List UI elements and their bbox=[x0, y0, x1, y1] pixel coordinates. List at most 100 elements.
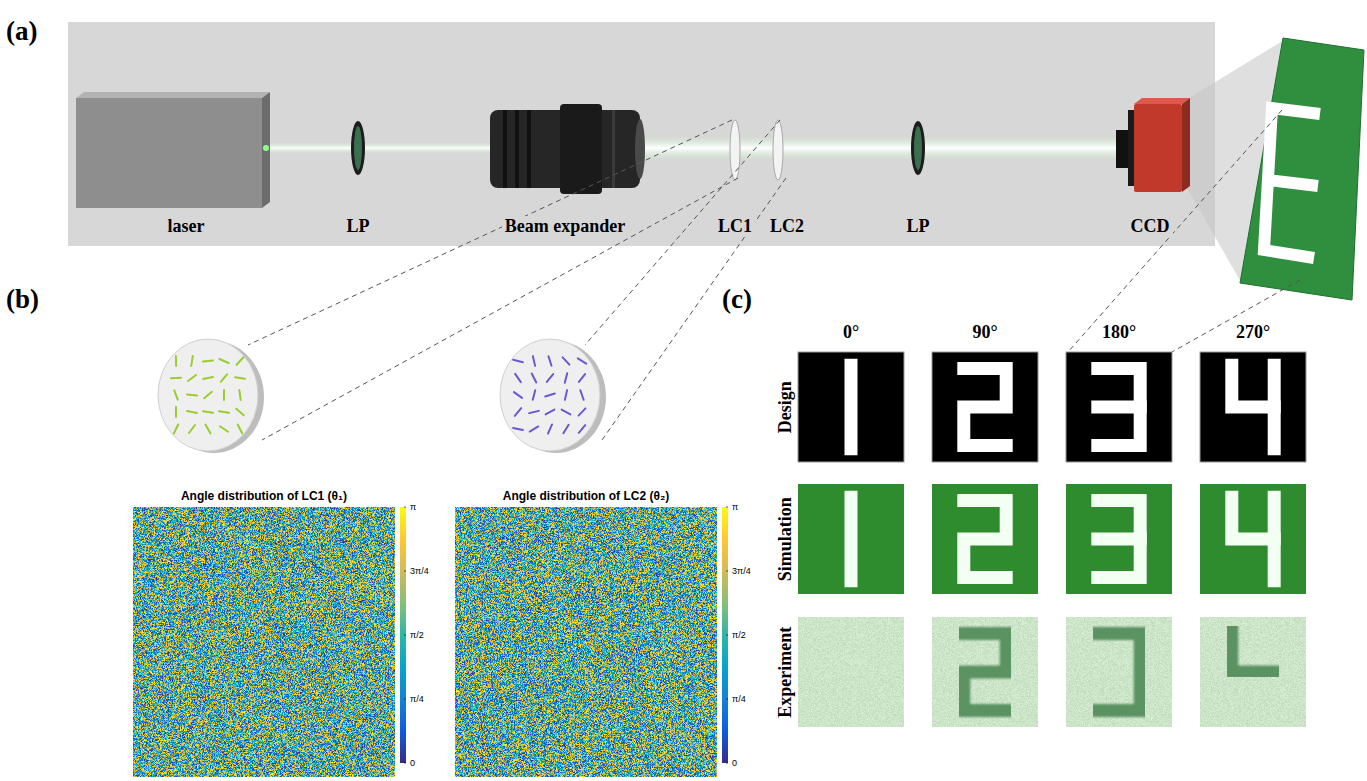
director-dash bbox=[204, 392, 212, 398]
result-cell bbox=[964, 634, 1006, 711]
director-dash bbox=[548, 356, 551, 366]
director-dash bbox=[175, 356, 177, 366]
laser-symbol bbox=[76, 92, 270, 208]
director-dash bbox=[187, 394, 197, 395]
director-dash bbox=[219, 411, 229, 413]
ccd-camera bbox=[1134, 104, 1182, 192]
beam-expander-symbol bbox=[560, 104, 602, 194]
result-grid bbox=[798, 352, 1306, 727]
panel-letter: (c) bbox=[722, 284, 752, 315]
result-cell bbox=[1268, 365, 1281, 449]
director-dash bbox=[189, 425, 195, 433]
colorbar-tick: 0 bbox=[732, 758, 737, 768]
leader-line bbox=[602, 178, 786, 440]
director-dash bbox=[579, 374, 585, 382]
director-dash bbox=[580, 390, 583, 399]
ccd-camera bbox=[1134, 98, 1190, 104]
bench-panel bbox=[68, 22, 1215, 246]
director-dash bbox=[188, 375, 196, 381]
component-label: LC1 bbox=[715, 216, 755, 237]
director-dash bbox=[578, 358, 586, 363]
director-dash bbox=[513, 356, 586, 433]
director-dash bbox=[565, 390, 567, 400]
result-cell bbox=[1200, 617, 1306, 727]
polarizer-symbol bbox=[351, 121, 365, 175]
column-header: 0° bbox=[843, 322, 859, 343]
director-dash bbox=[174, 390, 178, 399]
colorbar bbox=[400, 507, 728, 763]
liquid-crystal-disc bbox=[158, 339, 606, 453]
liquid-crystal-plate bbox=[730, 120, 783, 180]
result-cell bbox=[1098, 634, 1140, 711]
row-label: Design bbox=[775, 381, 796, 433]
beam-expander-symbol bbox=[612, 110, 615, 188]
result-cell bbox=[932, 617, 1038, 727]
result-cell bbox=[1098, 501, 1140, 578]
director-dash bbox=[221, 374, 227, 382]
director-dash bbox=[191, 356, 193, 366]
result-cell bbox=[1066, 484, 1172, 594]
result-cell bbox=[1066, 617, 1172, 727]
director-dash bbox=[219, 359, 228, 363]
colorbar bbox=[726, 699, 728, 700]
component-label: LP bbox=[343, 216, 372, 237]
liquid-crystal-disc bbox=[500, 339, 600, 451]
result-cell bbox=[1066, 484, 1172, 594]
result-cell bbox=[932, 484, 1038, 594]
ccd-camera bbox=[1116, 98, 1190, 192]
projection-screen bbox=[1264, 108, 1320, 258]
colorbar bbox=[404, 571, 406, 572]
result-cell bbox=[932, 484, 1038, 594]
leader-line bbox=[248, 120, 732, 345]
result-cell bbox=[1200, 617, 1306, 727]
director-dash bbox=[236, 409, 244, 416]
result-cell bbox=[1200, 484, 1306, 594]
result-cell bbox=[1098, 666, 1140, 679]
result-cell bbox=[1200, 352, 1306, 462]
column-header: 180° bbox=[1102, 322, 1136, 343]
director-dash bbox=[175, 407, 177, 417]
colorbar bbox=[726, 507, 728, 508]
result-cell bbox=[932, 352, 1038, 462]
result-cell bbox=[1200, 484, 1306, 594]
projection-screen bbox=[1240, 38, 1364, 300]
director-dash bbox=[238, 425, 243, 434]
director-dash bbox=[530, 426, 539, 431]
director-dash bbox=[171, 356, 245, 433]
director-dash bbox=[562, 410, 571, 415]
panel-letter: (b) bbox=[6, 284, 39, 315]
director-dash bbox=[513, 428, 523, 430]
colorbar-tick: π bbox=[732, 502, 738, 512]
projection-screen bbox=[1240, 38, 1364, 300]
director-dash bbox=[565, 373, 567, 383]
director-dash bbox=[529, 411, 539, 413]
column-header: 270° bbox=[1236, 322, 1270, 343]
beam-expander-symbol bbox=[527, 110, 531, 188]
director-dash bbox=[203, 377, 213, 379]
colorbar-tick: π bbox=[410, 502, 416, 512]
result-cell bbox=[798, 484, 904, 594]
component-label: LP bbox=[903, 216, 932, 237]
director-dash bbox=[237, 357, 244, 364]
colorbar bbox=[722, 507, 728, 763]
liquid-crystal-disc bbox=[158, 339, 258, 451]
director-dash bbox=[187, 411, 197, 413]
director-dash bbox=[548, 424, 552, 433]
director-dash bbox=[206, 425, 211, 434]
liquid-crystal-plate bbox=[730, 120, 740, 180]
colorbar bbox=[404, 635, 406, 636]
director-dash bbox=[579, 425, 585, 433]
ccd-camera bbox=[1116, 130, 1130, 168]
director-dash bbox=[579, 408, 586, 415]
director-dash bbox=[513, 360, 523, 362]
director-dash bbox=[563, 425, 568, 434]
angle-map bbox=[133, 507, 717, 777]
polarizer-symbol bbox=[914, 126, 922, 170]
plot-title: Angle distribution of LC1 (θ₁) bbox=[181, 490, 347, 504]
laser-symbol bbox=[76, 98, 262, 208]
result-cell bbox=[798, 484, 904, 594]
beam-expander-symbol bbox=[503, 110, 507, 188]
director-dash bbox=[203, 360, 213, 361]
leader-line bbox=[1172, 280, 1300, 352]
colorbar bbox=[404, 507, 728, 763]
